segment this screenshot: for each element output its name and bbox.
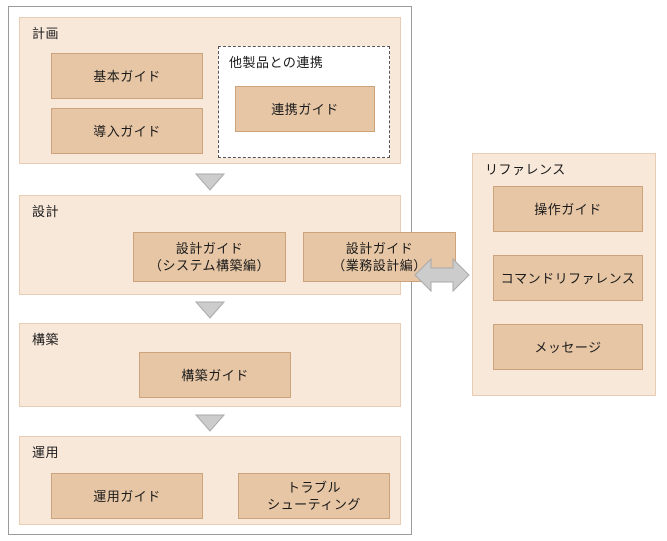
stage-plan: 計画 基本ガイド 導入ガイド 他製品との連携 連携ガイド bbox=[19, 17, 401, 164]
guide-basic[interactable]: 基本ガイド bbox=[51, 53, 203, 99]
guide-design-system[interactable]: 設計ガイド （システム構築編） bbox=[133, 232, 286, 282]
guide-operation-manual[interactable]: 操作ガイド bbox=[493, 186, 643, 232]
connector-lifecycle-to-reference bbox=[414, 254, 470, 296]
subgroup-integration-title: 他製品との連携 bbox=[229, 55, 324, 70]
guide-introduction[interactable]: 導入ガイド bbox=[51, 108, 203, 154]
stage-plan-title: 計画 bbox=[32, 26, 60, 41]
subgroup-integration: 他製品との連携 連携ガイド bbox=[218, 46, 390, 158]
connector-build-to-operate bbox=[194, 414, 226, 432]
stage-build-title: 構築 bbox=[32, 332, 60, 347]
triangle-down-icon bbox=[194, 173, 226, 191]
connector-design-to-build bbox=[194, 301, 226, 319]
triangle-down-icon bbox=[194, 301, 226, 319]
stage-build: 構築 構築ガイド bbox=[19, 323, 401, 407]
stage-design-title: 設計 bbox=[32, 204, 60, 219]
arrow-left-right-icon bbox=[414, 257, 470, 293]
guide-messages[interactable]: メッセージ bbox=[493, 324, 643, 370]
reference-panel: リファレンス 操作ガイド コマンドリファレンス メッセージ bbox=[472, 153, 656, 396]
guide-operation[interactable]: 運用ガイド bbox=[51, 473, 203, 519]
guide-integration[interactable]: 連携ガイド bbox=[235, 86, 375, 132]
lifecycle-frame: 計画 基本ガイド 導入ガイド 他製品との連携 連携ガイド 設計 設計ガイド （シ… bbox=[8, 6, 456, 535]
guide-build[interactable]: 構築ガイド bbox=[139, 352, 291, 398]
stage-design: 設計 設計ガイド （システム構築編） 設計ガイド （業務設計編） bbox=[19, 195, 456, 295]
connector-plan-to-design bbox=[194, 173, 226, 191]
guide-troubleshooting[interactable]: トラブル シューティング bbox=[238, 473, 390, 519]
stage-operate-title: 運用 bbox=[32, 445, 60, 460]
stage-operate: 運用 運用ガイド トラブル シューティング bbox=[19, 436, 401, 525]
guide-command-reference[interactable]: コマンドリファレンス bbox=[493, 255, 643, 301]
reference-panel-title: リファレンス bbox=[485, 162, 566, 177]
guide-design-business[interactable]: 設計ガイド （業務設計編） bbox=[303, 232, 456, 282]
triangle-down-icon bbox=[194, 414, 226, 432]
